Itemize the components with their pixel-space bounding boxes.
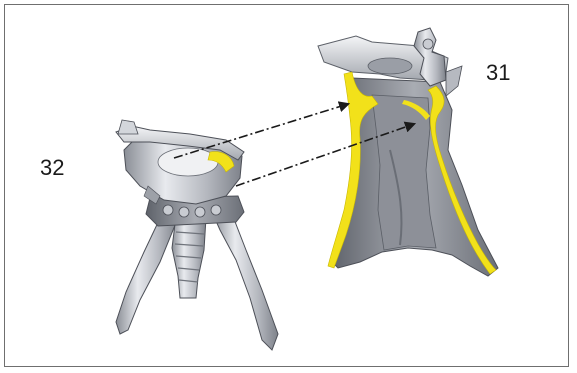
part-label-32: 32 — [40, 157, 64, 179]
cylinder-sleeve-icon — [318, 28, 498, 276]
piston-connecting-rod-icon — [116, 120, 278, 350]
part-label-31: 31 — [486, 62, 510, 84]
